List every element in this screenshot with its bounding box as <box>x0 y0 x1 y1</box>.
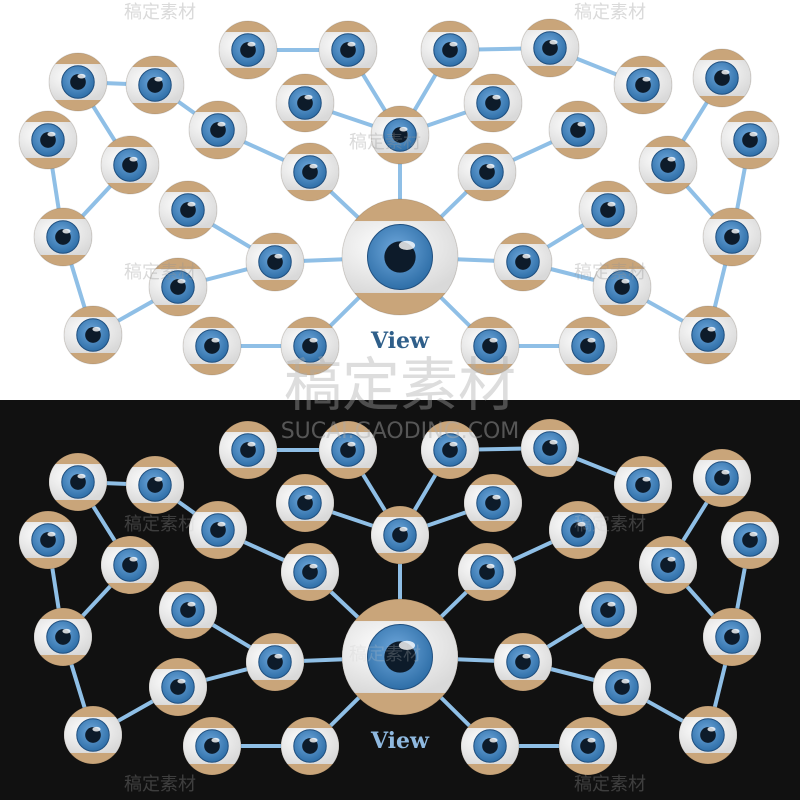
eye-node-icon <box>678 305 738 365</box>
eye-node-icon <box>245 632 305 692</box>
eye-node-group <box>18 18 780 376</box>
eye-node-icon <box>182 316 242 376</box>
eye-node-icon <box>218 20 278 80</box>
view-label: View <box>370 728 430 754</box>
central-eye-icon <box>341 198 459 316</box>
eye-node-icon <box>280 716 340 776</box>
eye-node-icon <box>720 110 780 170</box>
eye-node-icon <box>188 500 248 560</box>
eye-node-icon <box>692 48 752 108</box>
watermark-brand-text: 稿定素材 <box>349 132 421 153</box>
eye-node-icon <box>245 232 305 292</box>
eye-node-icon <box>558 716 618 776</box>
watermark-brand-text: 稿定素材 <box>124 2 196 23</box>
eye-node-icon <box>638 535 698 595</box>
eye-node-icon <box>460 316 520 376</box>
eye-node-icon <box>18 110 78 170</box>
eye-node-icon <box>420 20 480 80</box>
eye-node-icon <box>457 542 517 602</box>
eye-node-icon <box>370 105 430 165</box>
watermark-brand-text: 稿定素材 <box>124 774 196 795</box>
eye-node-icon <box>125 455 185 515</box>
watermark-brand-text: 稿定素材 <box>349 644 421 665</box>
eye-node-icon <box>48 452 108 512</box>
central-eye-icon <box>341 598 459 716</box>
eye-node-icon <box>100 535 160 595</box>
eye-node-icon <box>520 418 580 478</box>
watermark-brand-text: 稿定素材 <box>124 514 196 535</box>
eye-node-icon <box>280 316 340 376</box>
eye-node-icon <box>548 100 608 160</box>
eye-node-icon <box>370 505 430 565</box>
eye-node-icon <box>578 580 638 640</box>
watermark-url: SUCAI.GAODING.COM <box>281 419 520 444</box>
watermark-brand-text: 稿定素材 <box>574 774 646 795</box>
eye-node-icon <box>280 542 340 602</box>
eye-node-icon <box>182 716 242 776</box>
eye-node-icon <box>188 100 248 160</box>
eye-node-icon <box>148 657 208 717</box>
watermark: 稿定素材稿定素材稿定素材稿定素材稿定素材稿定素材稿定素材稿定素材稿定素材稿定素材… <box>124 2 646 795</box>
eye-node-icon <box>125 55 185 115</box>
eye-node-icon <box>720 510 780 570</box>
eye-node-icon <box>460 716 520 776</box>
eye-node-icon <box>218 420 278 480</box>
view-label: View <box>370 328 430 354</box>
eye-node-icon <box>592 257 652 317</box>
eye-node-icon <box>33 207 93 267</box>
eye-node-icon <box>158 580 218 640</box>
eye-node-icon <box>692 448 752 508</box>
eye-node-icon <box>63 705 123 765</box>
eye-node-icon <box>520 18 580 78</box>
eye-node-icon <box>275 473 335 533</box>
eye-node-icon <box>548 500 608 560</box>
eye-node-icon <box>457 142 517 202</box>
eye-node-icon <box>638 135 698 195</box>
panel-dark: View <box>0 400 800 800</box>
eye-node-icon <box>592 657 652 717</box>
watermark-brand-large: 稿定素材 <box>284 351 516 419</box>
eye-node-icon <box>493 232 553 292</box>
eye-node-icon <box>678 705 738 765</box>
eye-node-icon <box>63 305 123 365</box>
eye-node-icon <box>275 73 335 133</box>
eye-node-icon <box>100 135 160 195</box>
panel-light: View <box>18 18 780 376</box>
eye-node-icon <box>613 455 673 515</box>
eye-node-icon <box>558 316 618 376</box>
eye-node-icon <box>702 607 762 667</box>
eye-node-icon <box>48 52 108 112</box>
watermark-brand-text: 稿定素材 <box>574 262 646 283</box>
eye-node-icon <box>148 257 208 317</box>
watermark-brand-text: 稿定素材 <box>574 2 646 23</box>
eye-node-icon <box>613 55 673 115</box>
eye-node-icon <box>33 607 93 667</box>
eye-node-icon <box>280 142 340 202</box>
eye-node-icon <box>18 510 78 570</box>
eye-node-icon <box>318 420 378 480</box>
watermark-brand-text: 稿定素材 <box>574 514 646 535</box>
eye-node-icon <box>578 180 638 240</box>
eye-node-icon <box>493 632 553 692</box>
eye-node-icon <box>158 180 218 240</box>
watermark-brand-text: 稿定素材 <box>124 262 196 283</box>
eye-node-icon <box>420 420 480 480</box>
eye-node-icon <box>463 473 523 533</box>
eye-node-group <box>18 418 780 776</box>
eye-node-icon <box>318 20 378 80</box>
eye-node-icon <box>463 73 523 133</box>
eye-node-icon <box>702 207 762 267</box>
